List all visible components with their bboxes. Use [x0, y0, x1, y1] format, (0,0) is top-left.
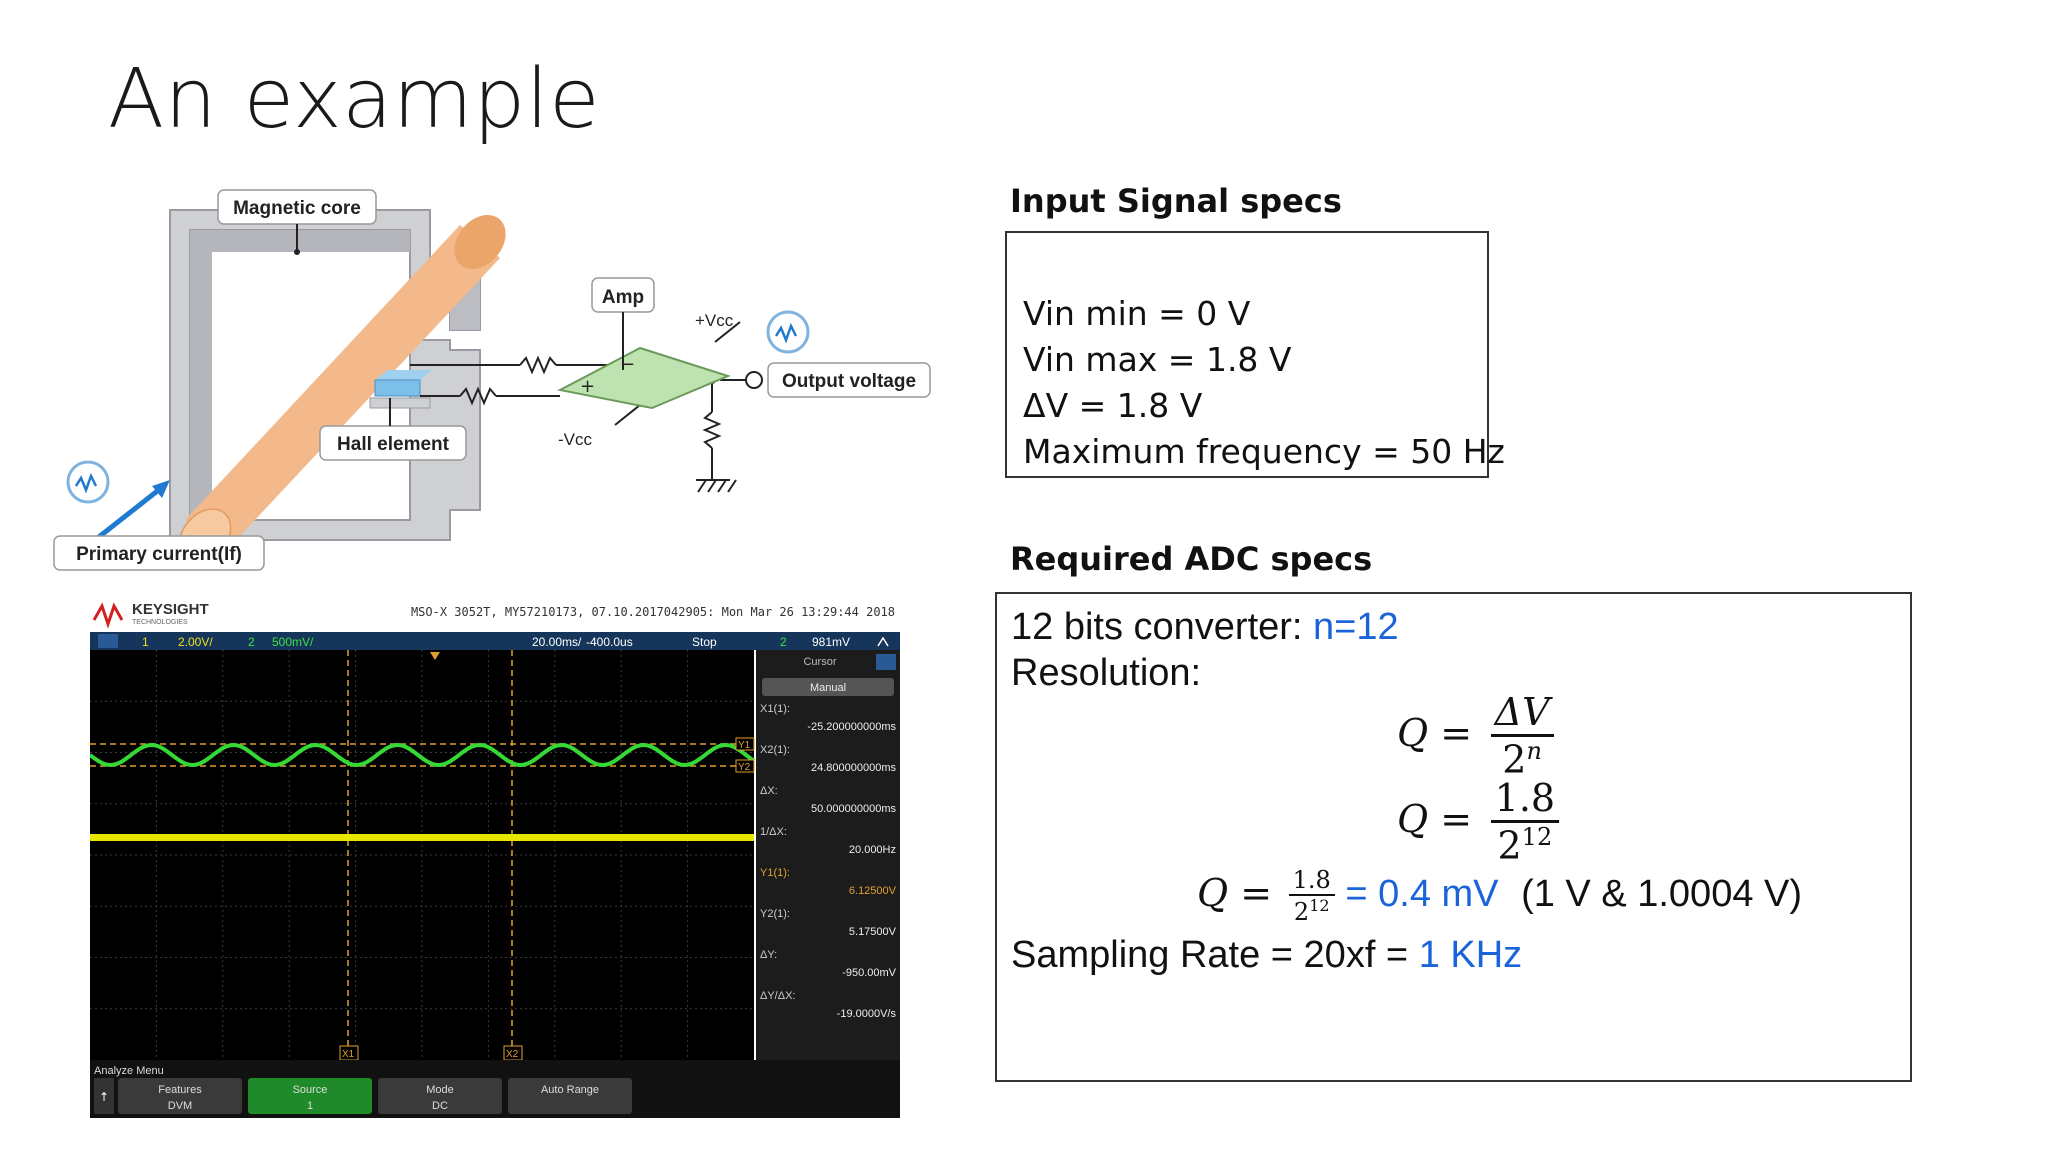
- cursor-readout-value: -19.0000V/s: [837, 1008, 897, 1020]
- cursor-panel-title: Cursor: [803, 656, 836, 668]
- trigger-channel: 2: [780, 635, 787, 649]
- cursor-mode-button[interactable]: [762, 678, 894, 696]
- cursor-readout-label: Y2(1):: [760, 908, 790, 920]
- oscilloscope-screenshot: KEYSIGHT TECHNOLOGIES MSO-X 3052T, MY572…: [90, 596, 900, 1118]
- softkey-label: Auto Range: [541, 1084, 599, 1096]
- current-arrow: [93, 483, 167, 542]
- spec-delta-v: ΔV = 1.8 V: [1023, 386, 1203, 425]
- cursor-readout-value: 20.000Hz: [849, 844, 896, 856]
- softkey-value: 1: [307, 1100, 313, 1112]
- scope-brand: KEYSIGHT: [132, 601, 209, 618]
- bits-line: 12 bits converter: n=12: [1011, 606, 1399, 649]
- menu-softkey[interactable]: [248, 1078, 372, 1114]
- scope-menu-icon: [98, 634, 118, 648]
- quantization-note: (1 V & 1.0004 V): [1521, 873, 1803, 916]
- quantization-result: = 0.4 mV: [1345, 873, 1499, 916]
- keysight-logo-icon: [92, 602, 124, 629]
- ch1-number: 1: [142, 635, 149, 649]
- cursor-readout-label: X2(1):: [760, 744, 790, 756]
- scope-brand-sub: TECHNOLOGIES: [132, 619, 188, 626]
- slide-title: An example: [108, 52, 601, 147]
- spec-max-frequency: Maximum frequency = 50 Hz: [1023, 432, 1505, 471]
- cursor-panel-icon: [876, 654, 896, 670]
- bits-label: 12 bits converter:: [1011, 606, 1314, 648]
- bits-value: n=12: [1313, 606, 1399, 648]
- cursor-readout-value: 24.800000000ms: [811, 762, 897, 774]
- cursor-mode-value: Manual: [810, 682, 846, 694]
- cursor-readout-value: 6.12500V: [849, 885, 897, 897]
- cursor-y1-marker: Y1: [738, 740, 751, 751]
- time-delay: -400.0us: [586, 635, 633, 649]
- sampling-label: Sampling Rate = 20xf =: [1011, 934, 1419, 976]
- output-voltage-label: Output voltage: [782, 371, 916, 392]
- svg-text:+: +: [580, 376, 595, 397]
- spec-vin-min: Vin min = 0 V: [1023, 294, 1251, 333]
- scope-grid: [90, 650, 754, 1060]
- softkey-label: Mode: [426, 1084, 454, 1096]
- ch1-scale: 2.00V/: [178, 635, 213, 649]
- circuit-wiring: [410, 321, 748, 493]
- menu-back-button[interactable]: [94, 1078, 114, 1114]
- cursor-readout-label: 1/ΔX:: [760, 826, 787, 838]
- output-terminal: [745, 371, 763, 389]
- cursor-readout-value: 5.17500V: [849, 926, 897, 938]
- ch2-number: 2: [248, 635, 255, 649]
- spec-vin-max: Vin max = 1.8 V: [1023, 340, 1292, 379]
- run-state: Stop: [692, 635, 717, 649]
- cursor-readout-value: 50.000000000ms: [811, 803, 897, 815]
- cursor-panel: [756, 650, 900, 1060]
- adc-specs-box: 12 bits converter: n=12 Resolution: Q = …: [995, 592, 1912, 1082]
- menu-softkey[interactable]: [118, 1078, 242, 1114]
- sampling-value: 1 KHz: [1418, 934, 1523, 976]
- cursor-x1-marker: X1: [342, 1049, 355, 1060]
- current-sensor-diagram: + − Magnetic core Amp +Vcc -Vcc Output v…: [53, 189, 931, 571]
- ch2-trace: [90, 742, 756, 768]
- softkey-value: DC: [432, 1100, 448, 1112]
- hall-element-label: Hall element: [337, 434, 450, 455]
- scope-header-info: MSO-X 3052T, MY57210173, 07.10.201704290…: [411, 605, 895, 619]
- signal-icon-primary: [66, 460, 110, 504]
- amp-label: Amp: [602, 287, 644, 308]
- trigger-level: 981mV: [812, 635, 850, 649]
- vcc-positive-label: +Vcc: [695, 311, 734, 330]
- signal-icon-output: [766, 310, 810, 354]
- input-specs-box: Vin min = 0 V Vin max = 1.8 V ΔV = 1.8 V…: [1005, 231, 1505, 478]
- ch1-trace: [90, 834, 754, 841]
- cursor-x2-marker: X2: [506, 1049, 519, 1060]
- menu-softkey[interactable]: [508, 1078, 632, 1114]
- vcc-negative-label: -Vcc: [558, 430, 593, 449]
- menu-softkey[interactable]: [378, 1078, 502, 1114]
- hall-element: [369, 370, 432, 409]
- trigger-position-marker: [430, 652, 440, 660]
- cursor-y2-marker: Y2: [738, 762, 751, 773]
- back-arrow-icon: ↑: [99, 1090, 109, 1104]
- time-scale: 20.00ms/: [532, 635, 582, 649]
- ch2-scale: 500mV/: [272, 635, 314, 649]
- amp-symbol: [557, 346, 731, 410]
- softkey-label: Source: [293, 1084, 328, 1096]
- analyze-menu-title: Analyze Menu: [94, 1065, 164, 1077]
- input-specs-heading: Input Signal specs: [1010, 182, 1342, 220]
- input-specs-lines: Vin min = 0 V Vin max = 1.8 V ΔV = 1.8 V…: [1023, 291, 1505, 475]
- cursor-readout-value: -25.200000000ms: [807, 721, 896, 733]
- softkey-value: DVM: [168, 1100, 192, 1112]
- cursor-readout-label: Y1(1):: [760, 867, 790, 879]
- cursor-readout-label: X1(1):: [760, 703, 790, 715]
- cursor-readout-value: -950.00mV: [842, 967, 896, 979]
- cursor-readout-label: ΔY:: [760, 949, 777, 961]
- primary-current-label: Primary current(If): [76, 544, 242, 565]
- cursor-readout-label: ΔX:: [760, 785, 778, 797]
- sampling-line: Sampling Rate = 20xf = 1 KHz: [1011, 934, 1522, 977]
- cursor-readout-label: ΔY/ΔX:: [760, 990, 795, 1002]
- magnetic-core-label: Magnetic core: [233, 198, 361, 219]
- softkey-label: Features: [158, 1084, 202, 1096]
- adc-specs-heading: Required ADC specs: [1010, 540, 1373, 578]
- resolution-label: Resolution:: [1011, 652, 1202, 694]
- trigger-edge-icon: [877, 636, 889, 647]
